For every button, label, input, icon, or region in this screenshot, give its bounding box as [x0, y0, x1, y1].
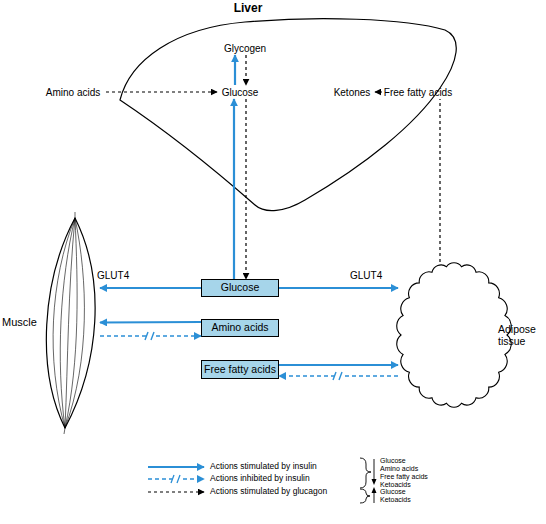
blood-metabolite-box: Free fatty acids: [201, 360, 279, 379]
muscle-fiber: [75, 212, 76, 218]
muscle-fiber: [64, 428, 65, 434]
muscle-fiber: [53, 218, 75, 428]
muscle-outline: [46, 218, 95, 428]
node-text: Liver: [223, 2, 273, 15]
decrease-arrow: [374, 459, 375, 481]
node-text: Ketones: [329, 85, 375, 99]
increase-arrow-head: [372, 487, 377, 493]
inhibition-break: [333, 371, 342, 381]
legend-brace: [360, 458, 371, 488]
break-gap: [146, 331, 154, 341]
liver-organ: LiverGlycogenGlucose Ketones: [115, 0, 460, 220]
metabolite-label: Free fatty acids: [382, 85, 454, 99]
break-stroke: [171, 475, 174, 483]
break-stroke: [145, 332, 148, 340]
effect-label: Ketoacids: [380, 496, 460, 504]
insulin-arrow: [279, 364, 398, 366]
glucagon-arrow: [106, 91, 217, 92]
node-text: Free fatty acids: [382, 85, 454, 99]
inhibited-arrow: [100, 335, 201, 337]
node-text: Glucose: [202, 280, 278, 296]
muscle-fiber: [65, 218, 77, 428]
metabolite-label: Amino acids: [40, 85, 106, 99]
break-stroke: [339, 372, 342, 380]
inhibition-break: [145, 331, 154, 341]
transporter-label: GLUT4: [350, 270, 390, 281]
insulin-arrow: [234, 55, 236, 85]
insulin-arrow: [100, 287, 201, 289]
inhibition-break: [171, 474, 180, 484]
insulin-arrow: [233, 99, 235, 279]
blood-metabolite-box: Amino acids: [201, 319, 279, 337]
metabolite-label: Glucose: [217, 85, 263, 99]
inhibited-arrow: [279, 375, 398, 377]
adipose-outline: [397, 263, 511, 407]
decrease-arrow-head: [372, 479, 377, 485]
metabolite-label: Ketones: [329, 85, 375, 99]
node-text: Free fatty acids: [202, 361, 278, 378]
insulin-arrow: [279, 287, 398, 289]
insulin-arrow: [100, 321, 201, 324]
effect-label: Ketoacids: [380, 481, 460, 489]
break-stroke: [151, 332, 154, 340]
legend-line-sample: [148, 466, 204, 468]
effect-label: Glucose: [380, 457, 460, 465]
legend-line-sample: [148, 491, 204, 492]
adipose-tissue: Adipose tissue: [398, 262, 544, 408]
transporter-label: GLUT4: [97, 270, 137, 281]
node-text: Glycogen: [219, 41, 271, 55]
effect-label: Amino acids: [380, 465, 460, 473]
legend-text: Actions stimulated by insulin: [210, 462, 360, 471]
legend-text: Actions stimulated by glucagon: [210, 487, 360, 496]
break-stroke: [177, 475, 180, 483]
legend-text: Actions inhibited by insulin: [210, 474, 360, 483]
break-gap: [172, 474, 180, 484]
effect-label: Glucose: [380, 488, 460, 496]
break-gap: [334, 371, 342, 381]
muscle-tissue: Muscle: [0, 210, 100, 435]
node-text: Glucose: [217, 85, 263, 99]
node-text: Muscle: [2, 316, 44, 328]
break-stroke: [333, 372, 336, 380]
glucagon-arrow: [245, 55, 246, 85]
glucagon-arrow: [245, 99, 246, 279]
muscle-fiber: [65, 218, 75, 428]
node-text: Amino acids: [40, 85, 106, 99]
muscle-fiber: [60, 218, 75, 428]
blood-metabolite-box: Glucose: [201, 279, 279, 297]
metabolite-label: Glycogen: [219, 41, 271, 55]
increase-arrow: [374, 491, 375, 503]
legend-line-sample: [148, 478, 204, 480]
glucagon-arrow: [439, 99, 440, 262]
liver-shape: [115, 0, 460, 220]
legend-brace: [360, 489, 370, 503]
liver-outline: [120, 19, 456, 211]
glucagon-arrow: [375, 91, 382, 92]
node-text: Adipose tissue: [498, 324, 544, 347]
node-text: Amino acids: [202, 320, 278, 336]
muscle-fiber: [65, 218, 84, 428]
effect-label: Free fatty acids: [380, 473, 460, 481]
